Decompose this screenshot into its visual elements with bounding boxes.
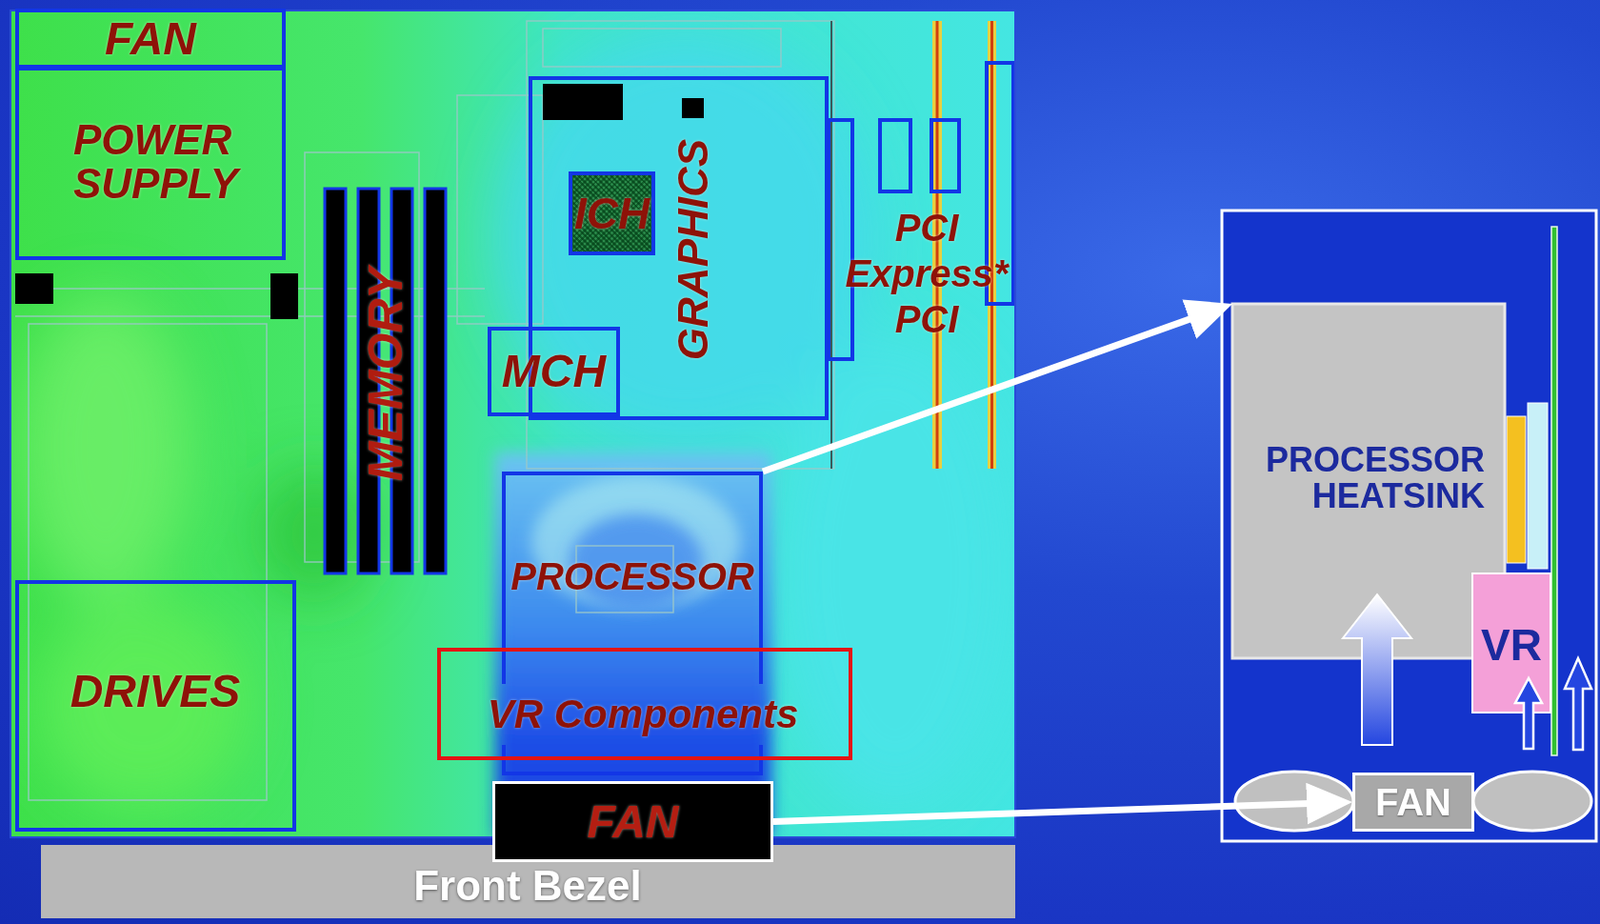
processor-edge xyxy=(759,744,763,776)
chassis-outline xyxy=(10,10,1016,838)
pci-slot xyxy=(880,120,911,192)
airflow-arrow xyxy=(1342,594,1412,745)
pci-slot xyxy=(931,120,960,192)
callout-arrow xyxy=(773,802,1324,821)
component-label: PROCESSOR HEATSINK xyxy=(1246,441,1485,515)
memory-bank: MEMORY xyxy=(324,188,447,574)
processor-edge xyxy=(501,744,506,776)
board-edge xyxy=(830,20,833,469)
fan-blade xyxy=(1473,771,1592,831)
component-label: MEMORY xyxy=(360,267,412,481)
component-label: POWER SUPPLY xyxy=(73,118,264,206)
component-label: GRAPHICS xyxy=(671,139,716,360)
board-outlines xyxy=(15,20,835,800)
connector-block xyxy=(15,273,54,304)
thermal-map xyxy=(10,10,1016,838)
processor-box: PROCESSOR xyxy=(501,471,763,648)
slot-label: PCI Express* PCI xyxy=(836,204,1018,342)
graphics-chip xyxy=(542,83,623,120)
processor-edge xyxy=(501,771,763,776)
airflow-arrow xyxy=(1515,678,1542,749)
component-label: Front Bezel xyxy=(413,863,642,908)
component-label: MCH xyxy=(501,347,606,396)
thermal-zone xyxy=(19,295,191,600)
memory-slot xyxy=(424,188,446,574)
vr-components-box: VR Components xyxy=(437,647,853,760)
side-view-panel xyxy=(1221,210,1597,841)
board-outline xyxy=(526,20,835,469)
graphics-tab xyxy=(828,120,853,360)
component-label: FAN xyxy=(1375,781,1452,822)
connector-block xyxy=(270,273,299,320)
fan-box: FAN xyxy=(1352,772,1475,832)
component-label: VR xyxy=(1480,621,1542,668)
vr-shape xyxy=(1472,573,1551,713)
board-outline xyxy=(542,28,781,67)
component-label: VR Components xyxy=(487,693,800,736)
thermal-zone xyxy=(38,600,248,810)
vr-inductor xyxy=(1527,402,1548,569)
fan-box: FAN xyxy=(15,8,286,69)
airflow-arrow xyxy=(1564,658,1592,750)
board-outline xyxy=(15,287,485,290)
memory-slots xyxy=(324,188,446,574)
ich-chip: ICH xyxy=(568,171,656,256)
memory-slot xyxy=(324,188,346,574)
processor-edge xyxy=(501,647,506,684)
motherboard-edge xyxy=(1551,226,1558,756)
graphics-chip xyxy=(681,98,704,119)
board-outline xyxy=(28,323,267,800)
processor-edge xyxy=(759,647,763,684)
callout-arrow xyxy=(762,313,1206,472)
thermal-zone xyxy=(771,333,1016,810)
fan-box: FAN xyxy=(492,780,774,862)
board-outline xyxy=(15,315,485,318)
drives-box: DRIVES xyxy=(15,580,297,832)
power-supply-box: POWER SUPPLY xyxy=(15,66,286,260)
vr-capacitor xyxy=(1506,416,1526,563)
pci-slot-strip xyxy=(987,20,997,469)
component-label: FAN xyxy=(587,797,680,845)
component-label: ICH xyxy=(574,190,650,237)
mch-chip: MCH xyxy=(487,326,620,417)
vr-box: VR xyxy=(1472,573,1551,713)
heatsink-box: PROCESSOR HEATSINK xyxy=(1232,303,1505,659)
component-label: PROCESSOR xyxy=(510,556,755,597)
component-label: DRIVES xyxy=(70,667,241,716)
pci-slot-strip xyxy=(990,20,994,469)
cpu-airflow-zone xyxy=(495,452,772,838)
thermal-zones xyxy=(19,28,1016,810)
component-label: FAN xyxy=(104,15,197,63)
